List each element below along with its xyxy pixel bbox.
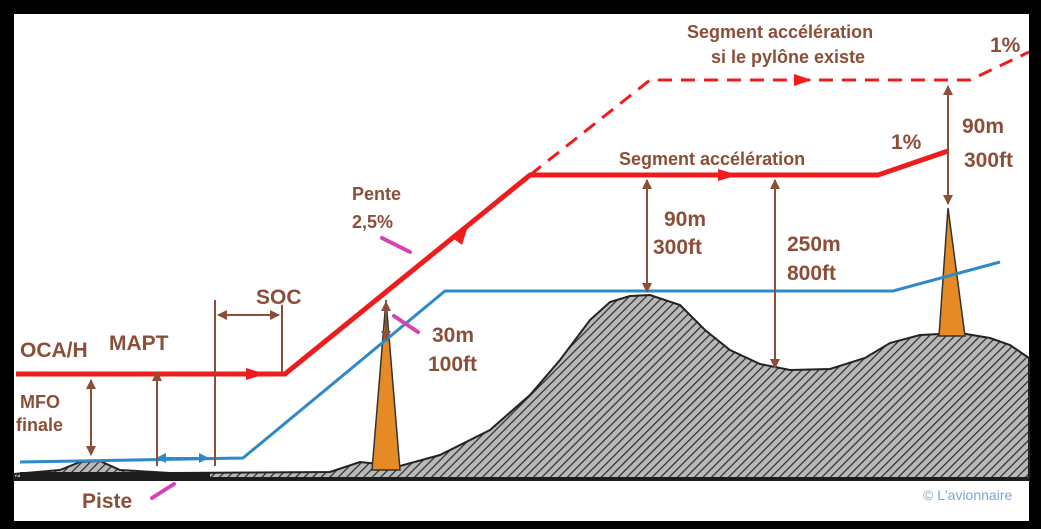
label-oca-h: OCA/H [20,339,88,362]
credit-text: © L'avionnaire [923,487,1012,503]
label-pylon-segment-line1: Segment accélération [687,22,873,42]
label-soc: SOC [256,286,302,309]
ground-line [14,477,1029,481]
terrain [13,293,1030,481]
clearance-pointer [392,314,420,334]
path-arrowhead-3 [718,169,738,181]
pente-pointer [380,236,412,254]
path-arrowhead-1 [246,368,266,380]
obstacle-assessment-surface [19,260,1001,464]
runway [20,472,210,478]
terrain-hill [13,293,1030,481]
label-gradient-1pct-dashed: 1% [990,34,1021,57]
obstacle-tower-2 [938,207,966,337]
label-100ft: 100ft [428,353,477,376]
label-piste: Piste [82,490,132,513]
label-pente-line2: 2,5% [352,212,393,232]
label-pylon-segment-line2: si le pylône existe [711,47,865,67]
obstacle-tower-1 [371,299,401,471]
path-arrowhead-2 [454,226,468,245]
label-30m: 30m [432,324,474,347]
frame-left [0,0,14,529]
label-300ft: 300ft [653,236,702,259]
acceleration-segment-if-pylon [529,50,1030,177]
label-pylon-90m: 90m [962,115,1004,138]
label-pente-line1: Pente [352,184,401,204]
label-segment-acceleration: Segment accélération [619,149,805,169]
path-arrowhead-4 [794,74,812,86]
piste-pointer [150,482,176,500]
label-250m: 250m [787,233,841,256]
label-90m: 90m [664,208,706,231]
frame-bottom [0,521,1041,529]
label-gradient-1pct: 1% [891,131,922,154]
dimensions [86,85,953,466]
labels: OCA/H MAPT MFO finale SOC Pente 2,5% 30m… [15,21,1023,515]
frame-right [1029,0,1041,529]
label-mfo-line2: finale [16,415,63,435]
flight-path [16,50,1030,380]
obstacles [371,207,966,471]
frame-top [0,0,1041,14]
label-800ft: 800ft [787,262,836,285]
label-mfo-line1: MFO [20,392,60,412]
label-mapt: MAPT [109,332,169,355]
pointers [150,236,420,500]
label-pylon-300ft: 300ft [964,149,1013,172]
